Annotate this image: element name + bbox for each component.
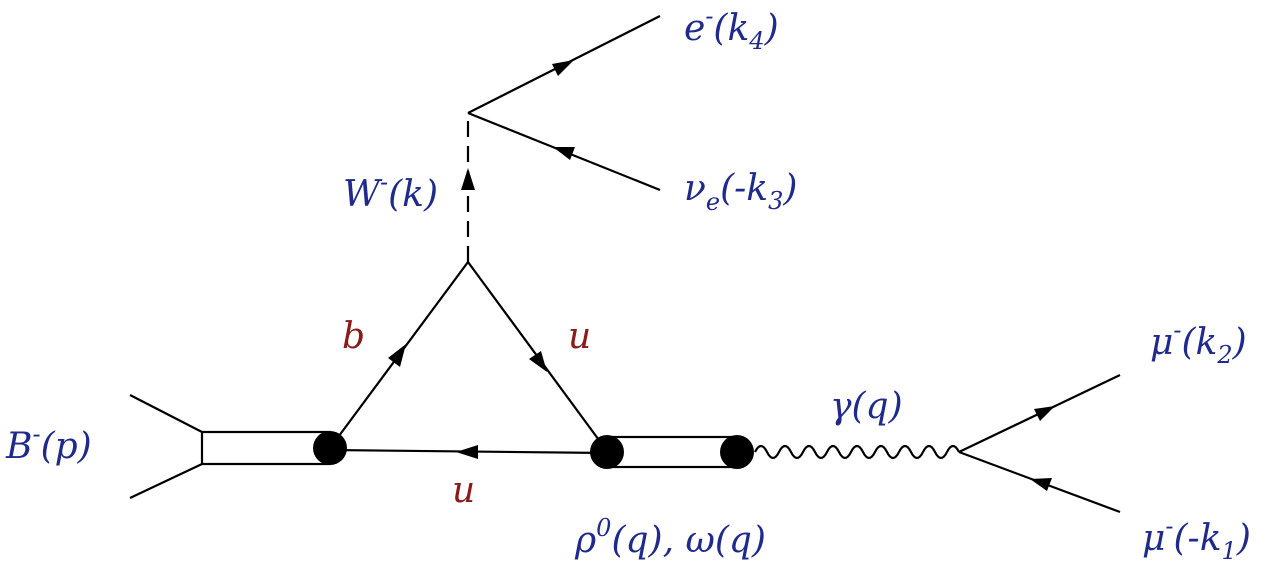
photon-label: γ(q) <box>830 386 903 427</box>
muon-in-arrow <box>1030 478 1052 491</box>
b-meson-lower-leg <box>129 463 203 499</box>
b-meson-legs <box>129 394 332 499</box>
neutrino-label: νe(-k3) <box>684 168 797 216</box>
quark-u-right-label: u <box>568 316 591 357</box>
muon-in-label: μ-(-k1) <box>1142 512 1251 565</box>
neutrino-arrow <box>553 147 575 160</box>
u-quark-bottom-arrow <box>456 445 478 459</box>
u-quark-right-arrow <box>529 351 547 372</box>
vector-meson <box>605 435 737 469</box>
w-boson-arrow <box>461 168 475 190</box>
quark-b-label: b <box>342 316 365 357</box>
rho-omega-vertex-blob <box>590 435 624 469</box>
electron-arrow <box>552 60 574 76</box>
quark-triangle <box>329 261 608 459</box>
muon-pair <box>958 374 1121 514</box>
quark-u-bottom-label: u <box>452 470 475 511</box>
electron-label: e-(k4) <box>684 2 779 55</box>
b-quark-arrow <box>388 344 406 367</box>
w-boson <box>461 113 475 262</box>
b-meson-upper-leg <box>129 394 203 433</box>
w-boson-label: W-(k) <box>343 168 438 215</box>
b-meson-double-line <box>200 430 332 466</box>
vector-mesons-label: ρ0(q), ω(q) <box>574 514 766 561</box>
b-meson-label: B-(p) <box>5 420 92 467</box>
photon-wavy-line <box>754 444 960 460</box>
vector-meson-double-line <box>605 435 737 469</box>
w-decay-leptons <box>467 15 661 192</box>
muon-out-arrow <box>1034 406 1055 421</box>
b-meson-vertex-blob <box>313 431 347 465</box>
muon-out-label: μ-(k2) <box>1150 316 1247 369</box>
photon-coupling-blob <box>720 435 754 469</box>
